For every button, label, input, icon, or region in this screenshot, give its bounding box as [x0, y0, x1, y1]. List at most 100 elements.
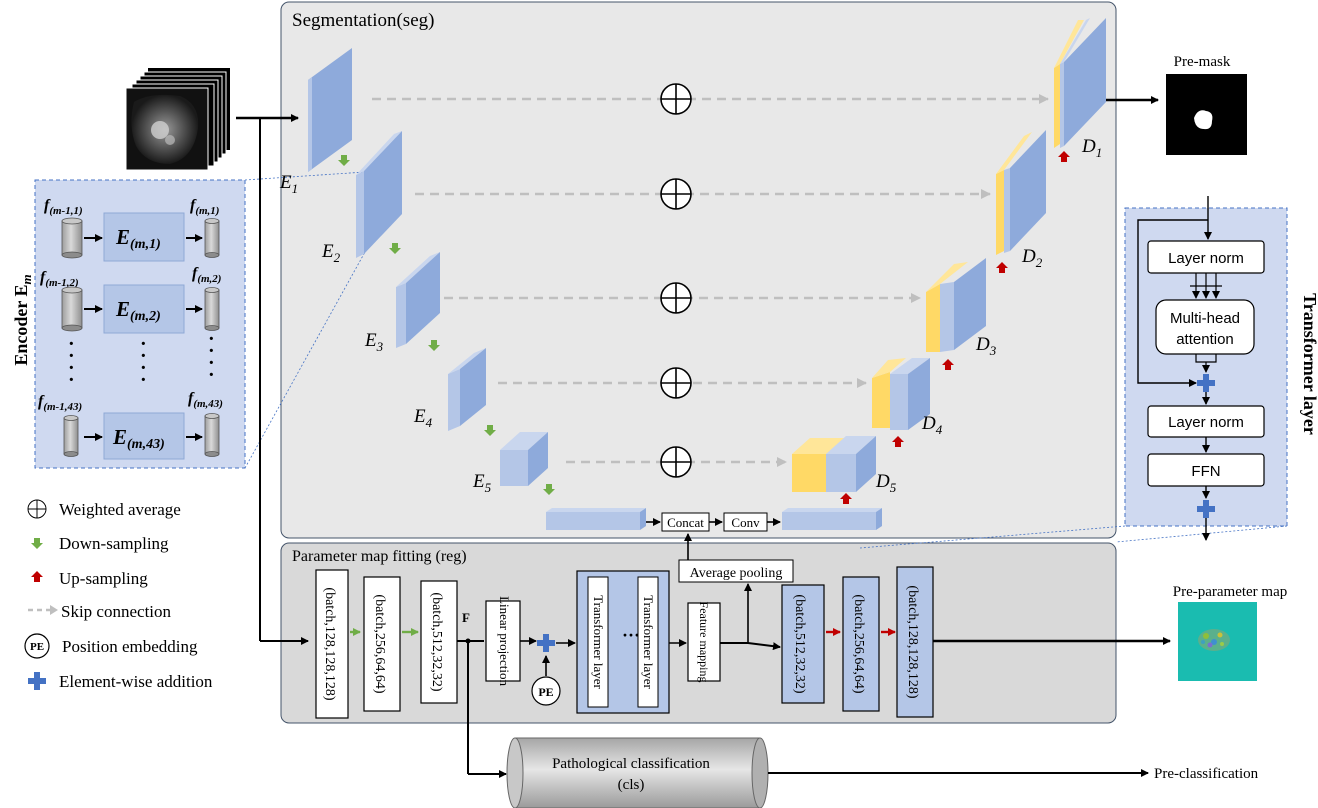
reg-title: Parameter map fitting (reg) [292, 548, 467, 565]
layer-norm-1-label: Layer norm [1168, 250, 1244, 267]
legend-position-embedding: PE Position embedding [24, 633, 198, 659]
svg-text:E(m,1): E(m,1) [115, 225, 161, 252]
svg-text:E(m,43): E(m,43) [112, 425, 165, 452]
svg-text:Feature mapping: Feature mapping [697, 602, 711, 683]
svg-text:(batch,256,64,64): (batch,256,64,64) [851, 594, 866, 693]
bottleneck-block [546, 508, 646, 530]
label-e4: E4 [413, 406, 433, 430]
svg-text:(batch,512,32,32): (batch,512,32,32) [429, 592, 444, 691]
seg-decoder-block-d5 [792, 436, 876, 492]
svg-text:f(m-1,1): f(m-1,1) [44, 197, 83, 217]
input-mri-stack-image [125, 68, 230, 171]
seg-encoder-block-e5 [500, 432, 548, 486]
encoder-ellipsis: ···· ···· ···· [68, 328, 215, 391]
encoder-row-43: f(m-1,43) E(m,43) f(m,43) [38, 390, 223, 460]
legend-element-wise-addition: Element-wise addition [28, 672, 213, 691]
svg-text:·: · [140, 345, 147, 367]
svg-text:·: · [208, 364, 215, 386]
average-pooling-box [678, 559, 794, 583]
svg-text:f(m,2): f(m,2) [192, 265, 221, 285]
transformer-layer-box-1: Transformer layer [587, 576, 609, 708]
svg-text:Transformer layer: Transformer layer [591, 595, 606, 689]
label-e2: E2 [321, 241, 341, 265]
svg-text:·: · [140, 369, 147, 391]
encoder-row-2: f(m-1,2) E(m,2) f(m,2) [40, 265, 221, 334]
mha-label-line2: attention [1176, 331, 1234, 348]
pre-parameter-map-label: Pre-parameter map [1173, 584, 1288, 600]
encoder-title: Encoder Em [11, 274, 34, 365]
svg-text:Up-sampling: Up-sampling [59, 569, 148, 588]
seg-encoder-block-e3 [396, 252, 440, 348]
pe-node-label: PE [538, 685, 553, 699]
average-pooling-label: Average pooling [690, 566, 783, 581]
svg-text:·: · [208, 328, 215, 350]
seg-encoder-block-e4 [448, 348, 486, 431]
pe-node [531, 676, 561, 706]
svg-text:(batch,128,128,128): (batch,128,128,128) [905, 585, 920, 698]
seg-decoder-block-d4 [872, 358, 930, 430]
svg-text:f(m,43): f(m,43) [188, 390, 223, 410]
svg-text:Position embedding: Position embedding [62, 637, 198, 656]
legend-down-sampling: Down-sampling [31, 534, 169, 553]
reg-shape-block-2: (batch,256,64,64) [363, 576, 401, 712]
svg-text:Linear projection: Linear projection [497, 596, 512, 686]
svg-text:(batch,256,64,64): (batch,256,64,64) [372, 594, 387, 693]
feature-mapping-box: Feature mapping [687, 602, 721, 683]
svg-text:·: · [68, 345, 75, 367]
svg-text:PE: PE [30, 641, 44, 653]
label-e5: E5 [472, 471, 492, 495]
svg-text:·: · [68, 357, 75, 379]
label-d1: D1 [1081, 136, 1102, 160]
seg-decoder-block-d3 [926, 258, 986, 352]
svg-text:(batch,512,32,32): (batch,512,32,32) [792, 594, 807, 693]
ffn-label: FFN [1191, 463, 1220, 480]
pre-mask-label: Pre-mask [1174, 54, 1231, 70]
svg-text:Skip connection: Skip connection [61, 602, 172, 621]
svg-text:·: · [140, 333, 147, 355]
segmentation-panel [280, 1, 1117, 539]
label-d5: D5 [875, 471, 897, 495]
classification-label-line1: Pathological classification [552, 756, 710, 772]
svg-text:f(m-1,2): f(m-1,2) [40, 269, 79, 289]
reg-output-block-1: (batch,512,32,32) [781, 584, 825, 704]
transformer-layer-box-2: Transformer layer [637, 576, 659, 708]
svg-text:·: · [208, 352, 215, 374]
seg-encoder-block-e2 [356, 131, 402, 258]
classification-cylinder [506, 737, 769, 808]
linear-projection-box: Linear projection [485, 596, 521, 686]
seg-decoder-block-d1 [1054, 18, 1106, 148]
reg-output-block-2: (batch,256,64,64) [842, 576, 880, 712]
svg-text:f(m-1,43): f(m-1,43) [38, 393, 82, 413]
transformer-layer-title: Transformer layer [1300, 293, 1318, 435]
encoder-row-1: f(m-1,1) E(m,1) f(m,1) [44, 197, 219, 262]
label-d4: D4 [921, 413, 943, 437]
seg-encoder-block-e1 [308, 48, 352, 172]
label-e3: E3 [364, 330, 384, 354]
label-d2: D2 [1021, 246, 1043, 270]
svg-text:·: · [68, 369, 75, 391]
svg-text:·: · [208, 340, 215, 362]
svg-text:f(m,1): f(m,1) [190, 197, 219, 217]
reg-output-block-3: (batch,128,128,128) [896, 566, 934, 718]
label-d3: D3 [975, 334, 997, 358]
svg-text:·: · [68, 333, 75, 355]
legend-weighted-average: Weighted average [27, 499, 181, 519]
conv-output-block [782, 508, 882, 530]
svg-text:Transformer layer: Transformer layer [641, 595, 656, 689]
multi-head-attention-box [1155, 299, 1255, 355]
svg-text:E(m,2): E(m,2) [115, 297, 161, 324]
legend-up-sampling: Up-sampling [31, 569, 148, 588]
transformer-ellipsis: ··· [622, 625, 640, 645]
reg-shape-block-3: (batch,512,32,32) [420, 580, 458, 704]
legend: Weighted average Down-sampling Up-sampli… [24, 499, 213, 691]
conv-label: Conv [731, 515, 760, 530]
seg-title: Segmentation(seg) [292, 10, 434, 31]
label-e1: E1 [279, 172, 298, 196]
svg-text:·: · [140, 357, 147, 379]
svg-text:Element-wise addition: Element-wise addition [59, 672, 213, 691]
layer-norm-2-label: Layer norm [1168, 414, 1244, 431]
svg-text:Weighted average: Weighted average [59, 500, 181, 519]
reg-shape-block-1: (batch,128,128,128) [315, 569, 349, 719]
classification-label-line2: (cls) [618, 777, 645, 793]
